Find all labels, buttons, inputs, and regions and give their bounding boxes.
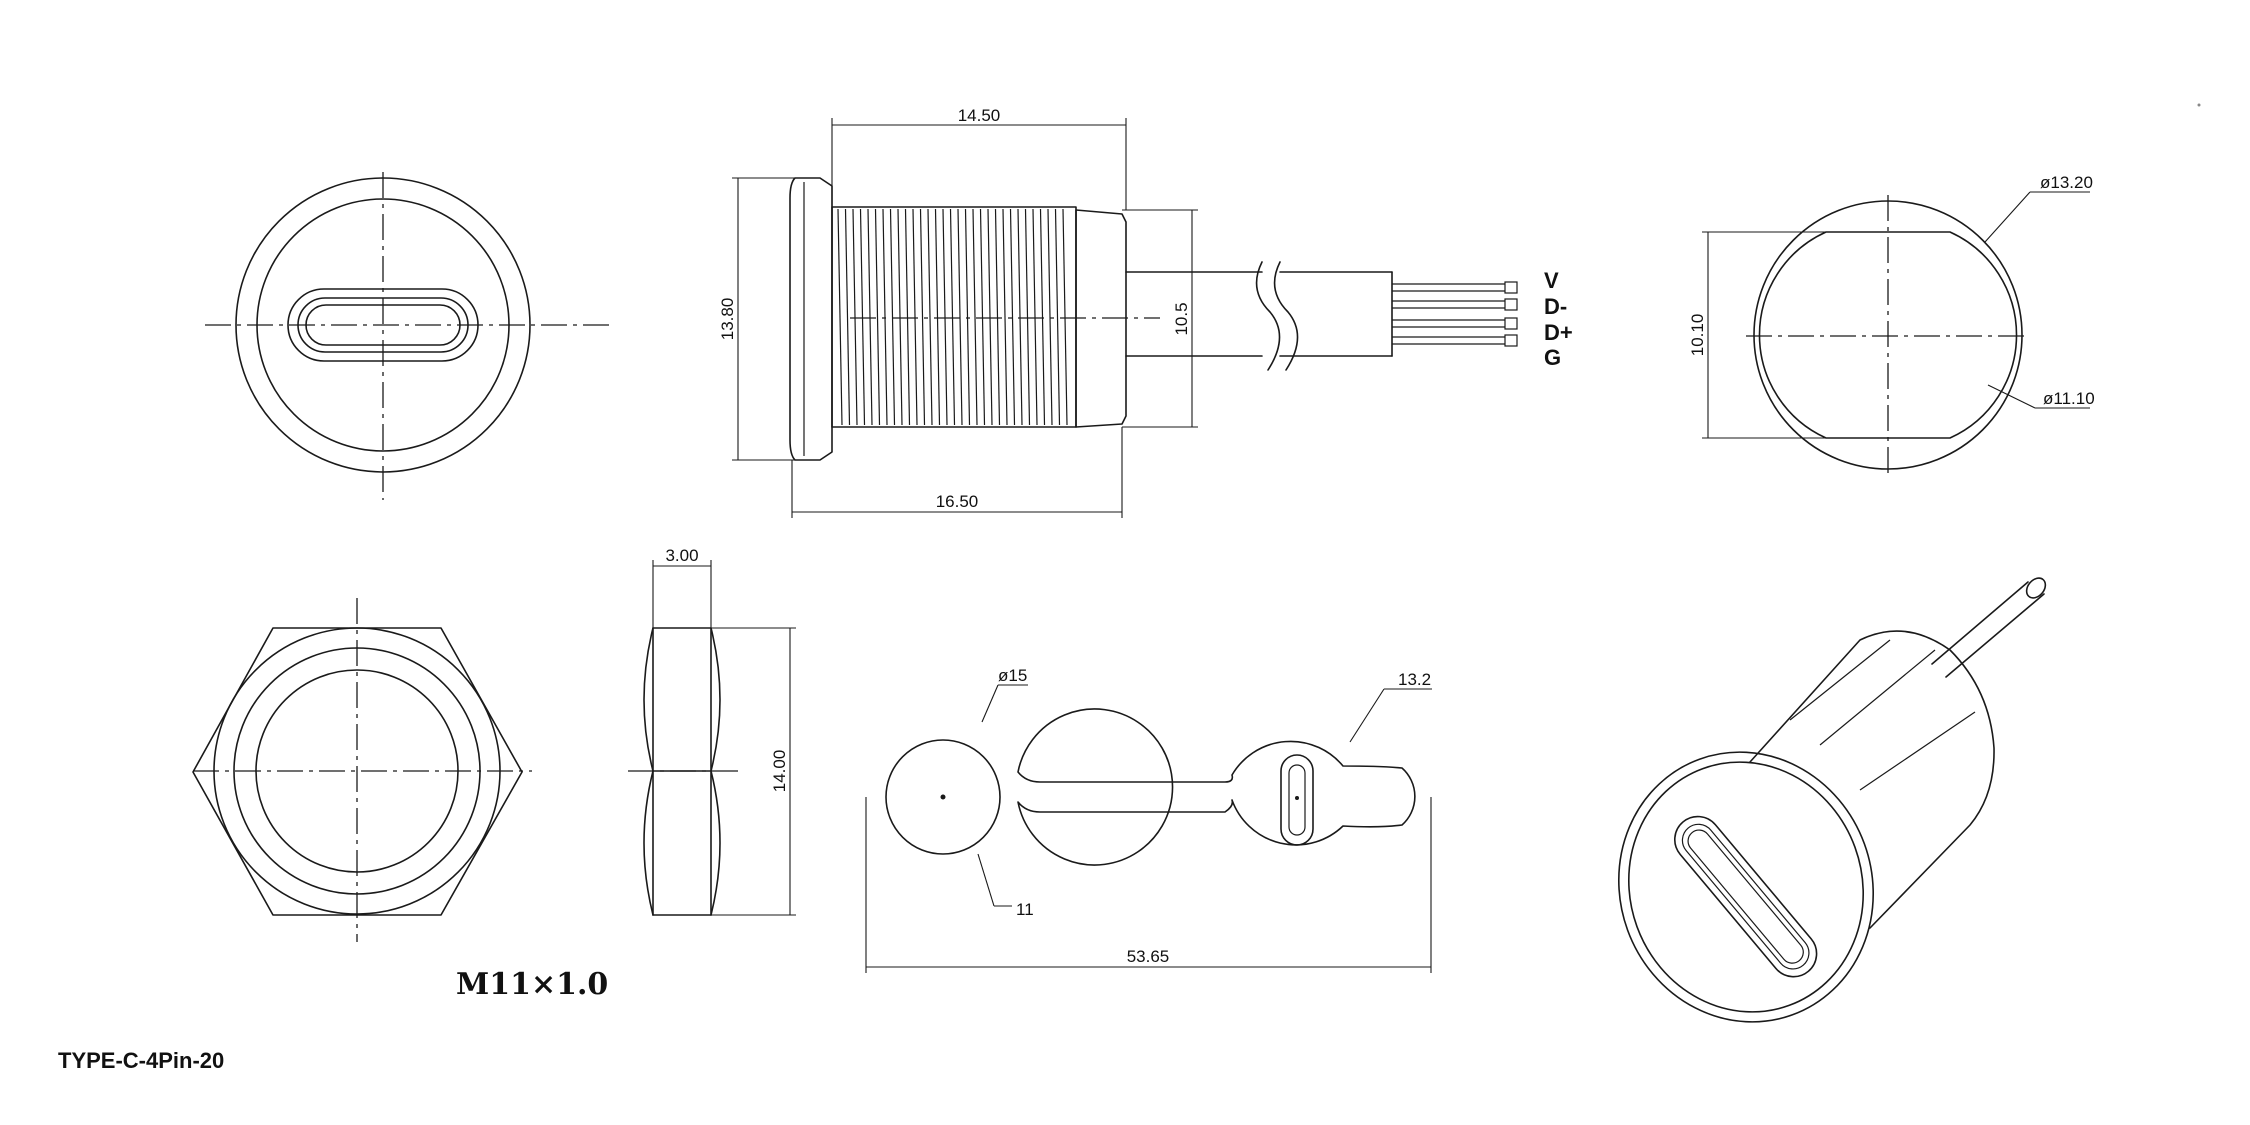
hex-nut-front: M11×1.0: [192, 598, 608, 1002]
dim-11: 11: [1016, 900, 1034, 919]
thread-line: [874, 208, 881, 426]
thread-line: [927, 208, 933, 426]
thread-line: [1017, 208, 1023, 426]
dim-10-5: 10.5: [1172, 302, 1191, 335]
thread-line: [897, 208, 903, 426]
dust-cap: ø15 13.2 11 53.65: [865, 666, 1432, 973]
thread-line: [1039, 208, 1046, 426]
pin-label-g: G: [1544, 345, 1561, 370]
thread-line: [987, 208, 993, 426]
thread-line: [964, 208, 971, 426]
thread-line: [867, 208, 873, 426]
dim-dia-15: ø15: [998, 666, 1027, 685]
thread-line: [1054, 208, 1061, 426]
thread-line: [1062, 208, 1068, 426]
drawing-title: TYPE-C-4Pin-20: [58, 1048, 225, 1073]
thread-line: [852, 208, 858, 426]
dim-16-50: 16.50: [936, 492, 979, 511]
thread-line: [1002, 208, 1008, 426]
thread-line: [889, 208, 896, 426]
dim-3-00: 3.00: [665, 546, 698, 565]
dim-13-80: 13.80: [718, 298, 737, 341]
pin-label-v: V: [1544, 268, 1559, 293]
wire-leads: [1392, 281, 1518, 347]
thread-line: [1047, 208, 1053, 426]
thread-line: [844, 208, 851, 426]
cutout-view: 10.10 ø13.20 ø11.10: [1688, 173, 2095, 478]
thread-line: [942, 208, 948, 426]
side-view: 14.50 13.80 10.5 16.50 V D- D+ G: [718, 106, 1573, 518]
front-view: [205, 172, 615, 500]
pin-label-d-minus: D-: [1544, 294, 1567, 319]
pin-label-d-plus: D+: [1544, 320, 1573, 345]
thread-line: [1032, 208, 1038, 426]
thread-line: [904, 208, 911, 426]
thread-line: [837, 208, 843, 426]
thread-label: M11×1.0: [456, 967, 608, 1002]
dim-10-10: 10.10: [1688, 314, 1707, 357]
dim-13-2: 13.2: [1398, 670, 1431, 689]
thread-line: [1024, 208, 1031, 426]
thread-line: [994, 208, 1001, 426]
isometric-view: [1617, 577, 2047, 1023]
thread-line: [934, 208, 941, 426]
thread-line: [949, 208, 956, 426]
dim-dia-11-10: ø11.10: [2043, 389, 2095, 408]
thread-line: [919, 208, 926, 426]
hex-nut-side: 3.00 14.00: [628, 546, 796, 916]
thread-line: [957, 208, 963, 426]
thread-line: [882, 208, 888, 426]
thread-line: [912, 208, 918, 426]
dim-53-65: 53.65: [1127, 947, 1170, 966]
thread-line: [859, 208, 866, 426]
dim-dia-13-20: ø13.20: [2040, 173, 2093, 192]
thread-line: [979, 208, 986, 426]
dim-14-00: 14.00: [770, 750, 789, 793]
thread-line: [972, 208, 978, 426]
dim-14-50: 14.50: [958, 106, 1001, 125]
thread-line: [1009, 208, 1016, 426]
